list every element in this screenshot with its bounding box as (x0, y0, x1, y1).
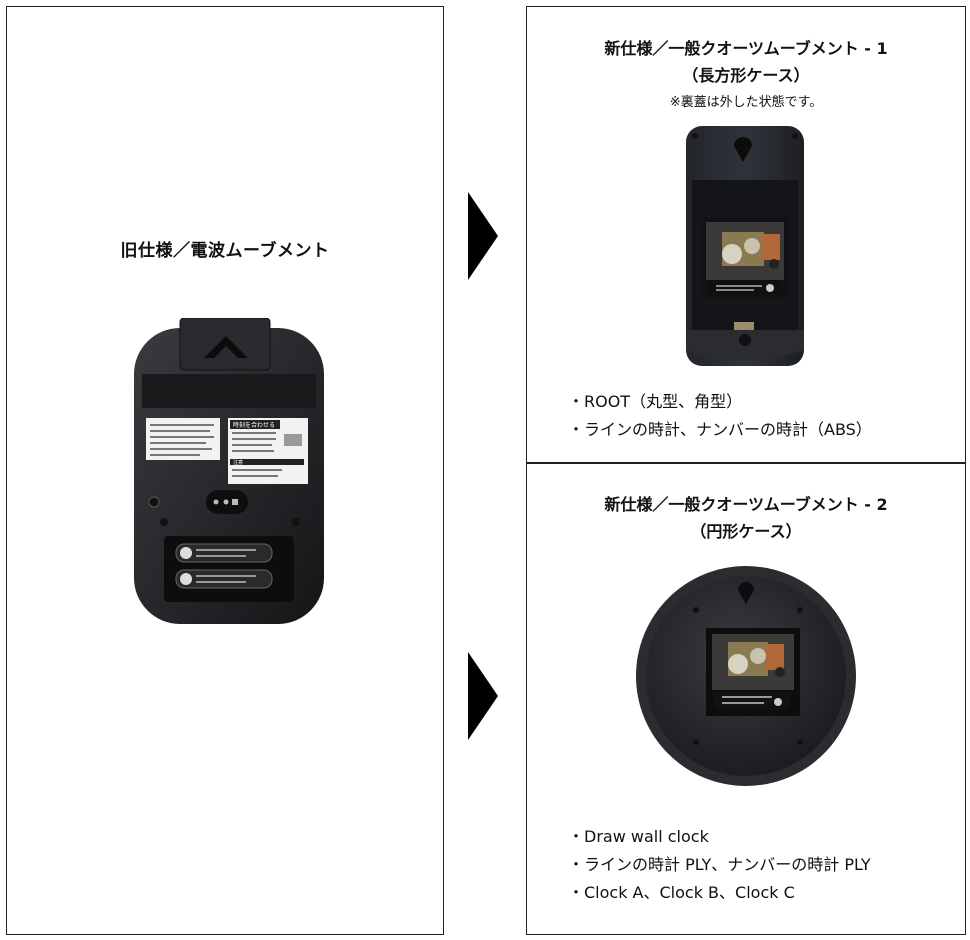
radio-clock-movement-photo: 時刻を合わせる 注意 (134, 318, 324, 624)
label-print-set-time: 時刻を合わせる (233, 421, 275, 429)
list-item: ・ラインの時計、ナンバーの時計（ABS） (568, 420, 872, 439)
panel-divider (526, 462, 966, 464)
label-print-caution: 注意 (233, 459, 243, 466)
new-spec-1-model-list: ・ROOT（丸型、角型） ・ラインの時計、ナンバーの時計（ABS） (568, 388, 872, 444)
list-item: ・ラインの時計 PLY、ナンバーの時計 PLY (568, 855, 871, 874)
new-spec-2-subtitle: （円形ケース） (690, 522, 802, 541)
new-spec-1-subtitle: （長方形ケース） (682, 66, 810, 85)
arrow-right-icon (468, 652, 498, 740)
new-spec-1-note: ※裏蓋は外した状態です。 (669, 95, 823, 110)
round-case-movement-photo (636, 566, 856, 786)
new-spec-2-model-list: ・Draw wall clock ・ラインの時計 PLY、ナンバーの時計 PLY… (568, 823, 871, 907)
new-spec-1-title: 新仕様／一般クオーツムーブメント - 1 (604, 39, 888, 58)
new-spec-2-title: 新仕様／一般クオーツムーブメント - 2 (604, 495, 888, 514)
arrow-right-icon (468, 192, 498, 280)
list-item: ・ROOT（丸型、角型） (568, 392, 743, 411)
list-item: ・Clock A、Clock B、Clock C (568, 883, 795, 902)
rectangular-case-movement-photo (686, 126, 804, 366)
list-item: ・Draw wall clock (568, 827, 709, 846)
old-spec-title: 旧仕様／電波ムーブメント (120, 241, 330, 261)
